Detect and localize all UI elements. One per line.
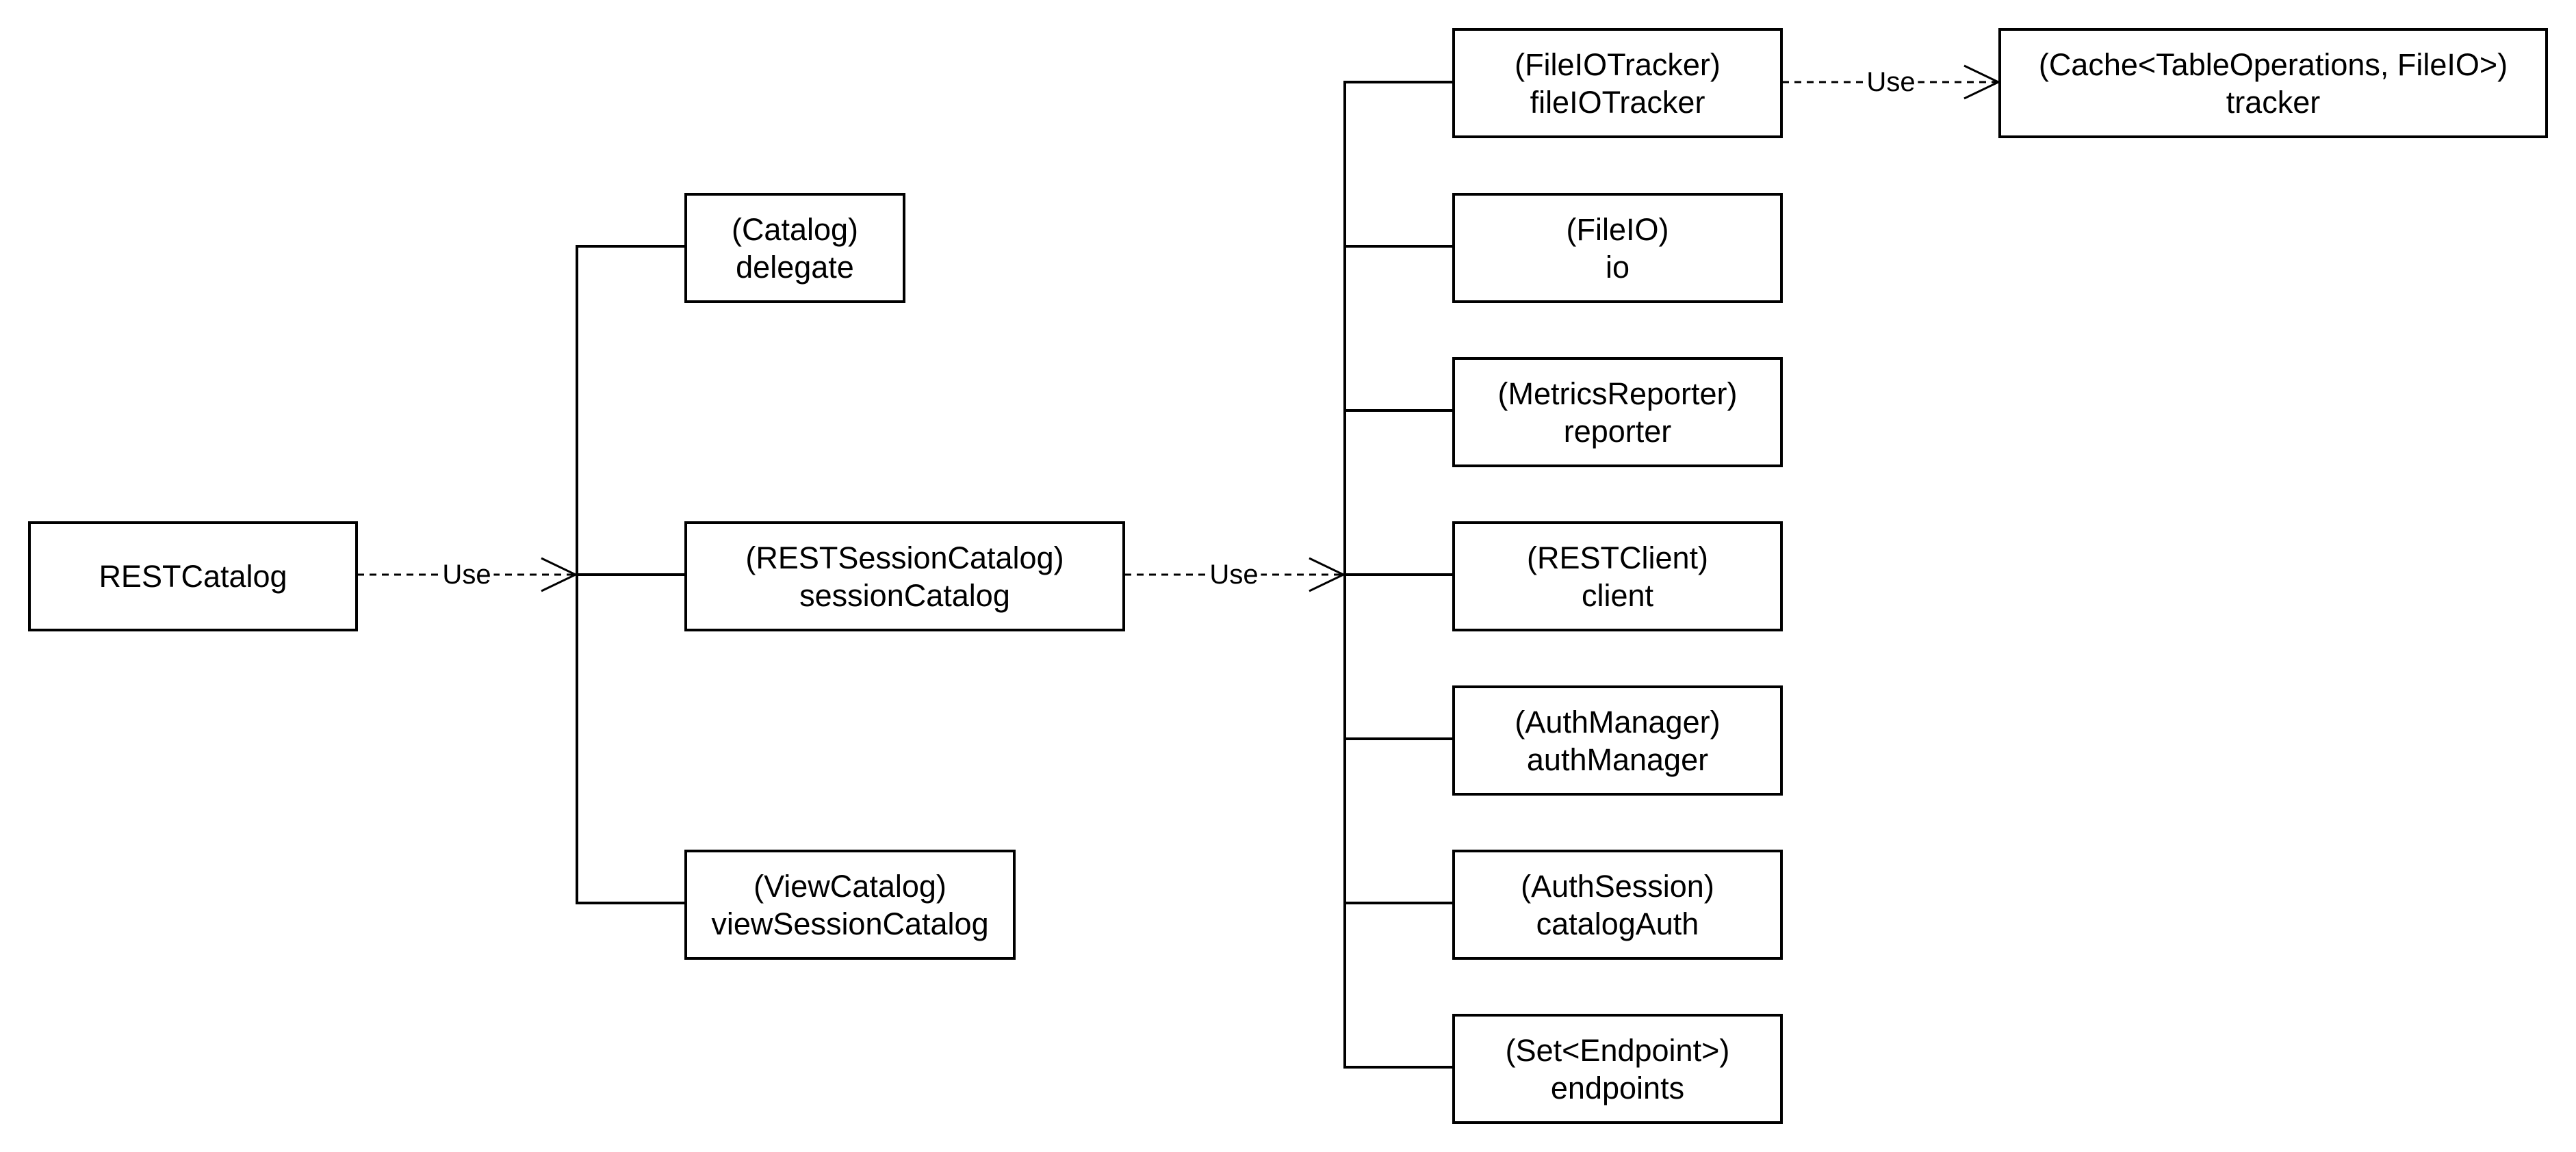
node-endpoints-name: endpoints [1550, 1070, 1685, 1105]
node-delegate-type: (Catalog) [731, 211, 859, 247]
node-reporter: (MetricsReporter) reporter [1452, 357, 1783, 467]
node-delegate-name: delegate [736, 249, 854, 285]
edge-label-root-use: Use [439, 558, 494, 592]
node-auth-manager-type: (AuthManager) [1515, 704, 1721, 739]
node-session-catalog: (RESTSessionCatalog) sessionCatalog [684, 521, 1125, 631]
node-auth-manager: (AuthManager) authManager [1452, 685, 1783, 796]
node-session-catalog-name: sessionCatalog [799, 577, 1010, 613]
node-io-type: (FileIO) [1566, 211, 1669, 247]
node-file-io-tracker-name: fileIOTracker [1530, 84, 1705, 120]
node-delegate: (Catalog) delegate [684, 193, 905, 303]
node-view-session-catalog-name: viewSessionCatalog [711, 906, 989, 941]
node-client-type: (RESTClient) [1526, 540, 1709, 575]
edge-label-session-use: Use [1207, 558, 1261, 592]
node-auth-manager-name: authManager [1526, 742, 1709, 777]
node-catalog-auth-type: (AuthSession) [1521, 868, 1714, 904]
node-io: (FileIO) io [1452, 193, 1783, 303]
node-catalog-auth-name: catalogAuth [1536, 906, 1699, 941]
node-rest-catalog-label: RESTCatalog [99, 559, 287, 594]
node-rest-catalog: RESTCatalog [28, 521, 358, 631]
node-view-session-catalog-type: (ViewCatalog) [754, 868, 946, 904]
node-session-catalog-type: (RESTSessionCatalog) [745, 540, 1064, 575]
node-endpoints-type: (Set<Endpoint>) [1505, 1032, 1730, 1068]
node-io-name: io [1605, 249, 1630, 285]
node-file-io-tracker-type: (FileIOTracker) [1515, 47, 1721, 82]
node-catalog-auth: (AuthSession) catalogAuth [1452, 850, 1783, 960]
node-client-name: client [1581, 577, 1654, 613]
node-reporter-name: reporter [1563, 413, 1672, 449]
edge-label-tracker-use: Use [1864, 65, 1918, 99]
node-reporter-type: (MetricsReporter) [1497, 376, 1738, 411]
node-endpoints: (Set<Endpoint>) endpoints [1452, 1014, 1783, 1124]
node-file-io-tracker: (FileIOTracker) fileIOTracker [1452, 28, 1783, 138]
node-tracker-type: (Cache<TableOperations, FileIO>) [2038, 47, 2508, 82]
node-tracker-name: tracker [2226, 84, 2321, 120]
node-client: (RESTClient) client [1452, 521, 1783, 631]
node-tracker: (Cache<TableOperations, FileIO>) tracker [1998, 28, 2548, 138]
use-arrowhead-session [1309, 557, 1346, 592]
use-arrowhead-root [541, 557, 578, 592]
node-view-session-catalog: (ViewCatalog) viewSessionCatalog [684, 850, 1016, 960]
